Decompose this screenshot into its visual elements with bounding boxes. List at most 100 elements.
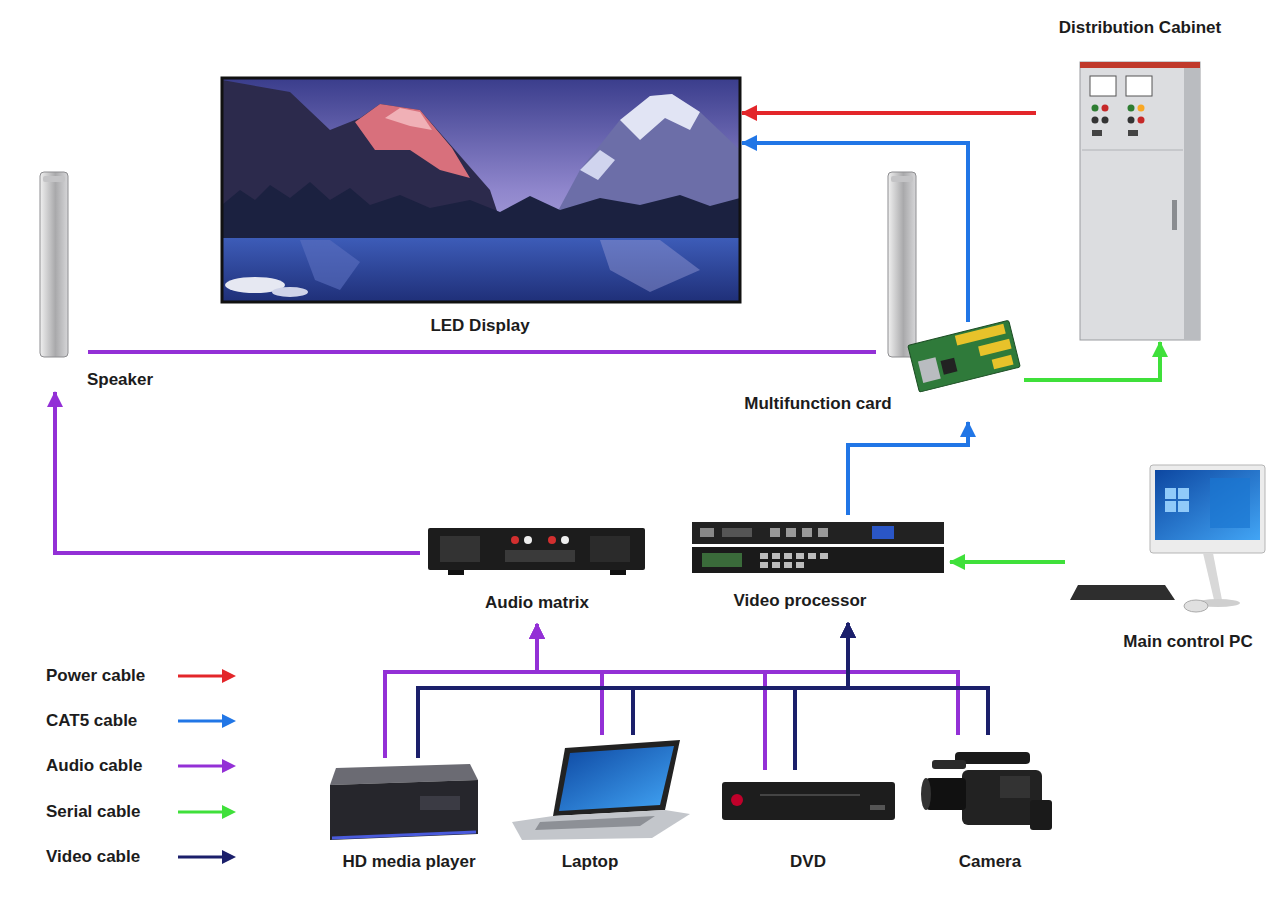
device-node: Speaker [38, 170, 168, 392]
legend-sample [178, 811, 224, 814]
distribution-cabinet-picture [1092, 105, 1099, 112]
cable-connector [742, 111, 1036, 115]
multifunction-card-picture [908, 320, 1021, 392]
main-control-pc-picture [1155, 470, 1260, 540]
legend-sample [176, 711, 240, 731]
cable-connector [537, 624, 602, 735]
dvd-player-picture [760, 794, 860, 796]
cable-connector [742, 143, 968, 322]
multifunction-card-picture [918, 357, 941, 383]
device-node: Distribution Cabinet [1036, 12, 1244, 342]
legend-sample [222, 669, 236, 683]
distribution-cabinet-picture [1090, 76, 1116, 96]
dvd-player-picture [731, 794, 743, 806]
led-display-picture [355, 104, 470, 178]
audio-matrix-picture [448, 570, 464, 575]
video-processor-picture [702, 553, 742, 567]
device-node: Audio matrix [420, 520, 652, 624]
cable-connector [55, 392, 420, 553]
device-label: Audio matrix [485, 593, 589, 613]
device-node: HD media player [322, 758, 497, 876]
distribution-cabinet-picture [1128, 130, 1138, 136]
led-display-picture [272, 287, 308, 297]
cable-connector [1024, 342, 1160, 380]
distribution-cabinet-picture [1128, 105, 1135, 112]
legend-sample [176, 847, 240, 867]
speaker-audio-wire [88, 350, 876, 354]
audio-matrix-picture [440, 536, 480, 562]
legend-sample [222, 805, 236, 819]
distribution-cabinet-picture [1184, 62, 1200, 340]
device-label: Main control PC [1123, 632, 1252, 652]
device-label: DVD [790, 852, 826, 872]
led-display-picture [580, 150, 615, 180]
device-node: Multifunction card [728, 322, 1024, 422]
audio-matrix-picture [505, 550, 575, 562]
device-node: Main control PC [1065, 462, 1275, 657]
speaker-picture [40, 172, 68, 357]
cable-connector [848, 422, 968, 515]
led-display-picture [222, 78, 740, 302]
led-display-picture [222, 182, 740, 240]
legend-sample [178, 765, 224, 768]
main-control-pc-picture [1184, 600, 1208, 612]
main-control-pc-picture [1178, 501, 1189, 512]
legend-sample [176, 666, 240, 686]
distribution-cabinet-picture [1080, 62, 1200, 68]
laptop-picture [512, 810, 690, 840]
distribution-cabinet-picture [1102, 105, 1109, 112]
video-processor-picture [722, 528, 752, 537]
video-processor-picture [772, 553, 780, 559]
multifunction-card-picture [978, 339, 1011, 356]
video-processor-picture [760, 562, 768, 568]
video-processor-picture [770, 528, 780, 537]
camera-picture [921, 752, 1052, 830]
video-processor-picture [808, 553, 816, 559]
camera-picture [1030, 800, 1052, 830]
distribution-cabinet-picture [1138, 105, 1145, 112]
distribution-cabinet-picture [1126, 76, 1152, 96]
speaker-picture [40, 172, 916, 357]
dvd-player-picture [722, 782, 895, 820]
audio-matrix-picture [590, 536, 630, 562]
legend-text: Audio cable [46, 756, 142, 776]
legend-text: CAT5 cable [46, 711, 137, 731]
main-control-pc-picture [1165, 501, 1176, 512]
device-label: HD media player [342, 852, 475, 872]
device-label: Video processor [734, 591, 867, 611]
speaker-audio-wire [88, 352, 876, 353]
cable-connector [795, 623, 848, 770]
video-processor-picture [796, 553, 804, 559]
led-display-picture [385, 108, 432, 130]
distribution-cabinet-picture [1138, 117, 1145, 124]
led-display-picture [222, 78, 740, 302]
hd-media-player-picture [332, 832, 476, 838]
camera-picture [1000, 776, 1030, 798]
cable-connector [385, 624, 537, 758]
legend-sample [176, 756, 240, 776]
main-control-pc-picture [1165, 488, 1176, 499]
dvd-player-picture [870, 805, 885, 810]
audio-matrix-picture [428, 528, 645, 570]
distribution-cabinet-picture [1080, 62, 1200, 340]
legend-sample [176, 802, 240, 822]
video-processor-picture [692, 522, 944, 544]
main-control-pc-picture [1150, 465, 1265, 553]
cable-connector [537, 624, 765, 770]
audio-matrix-picture [610, 570, 626, 575]
video-processor-picture [700, 528, 714, 537]
device-label: Camera [959, 852, 1021, 872]
led-display-picture [300, 240, 360, 290]
device-label: LED Display [430, 316, 529, 336]
cable-connector [950, 560, 1065, 564]
multifunction-card-picture [908, 320, 1021, 392]
cable-connector [848, 623, 988, 735]
multifunction-card-picture [992, 355, 1014, 370]
audio-matrix-picture [561, 536, 569, 544]
video-processor-picture [802, 528, 812, 537]
legend-sample [222, 759, 236, 773]
led-display-picture [222, 78, 740, 302]
laptop-picture [512, 740, 690, 840]
laptop-picture [559, 746, 674, 811]
